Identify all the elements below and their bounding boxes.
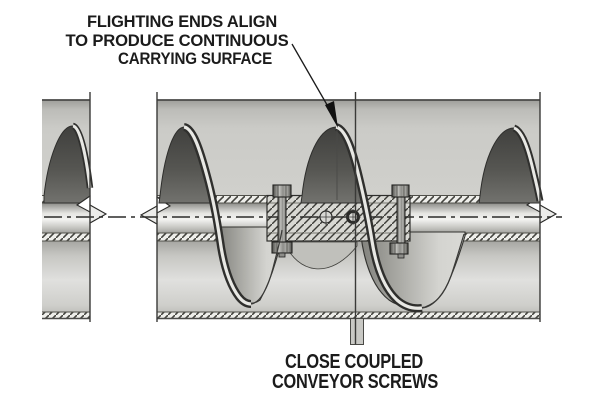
bolt-head (272, 184, 292, 198)
bolt-nut (389, 242, 409, 255)
main-pipe-break-spike-left (139, 205, 158, 225)
caption-line-2: CONVEYOR SCREWS (272, 371, 438, 393)
main-trough-bottom-wall (157, 312, 540, 319)
caption: CLOSE COUPLED CONVEYOR SCREWS (272, 351, 438, 393)
blade-edges (182, 123, 544, 313)
left-pipe-wall-bottom (42, 233, 90, 241)
bolt-shank (396, 196, 406, 244)
blade-edge-rim-1 (183, 125, 252, 306)
left-trough-lower (42, 241, 90, 312)
blade-edge-rim-2 (335, 125, 423, 310)
left-screw-section (42, 100, 108, 319)
main-pipe-break-spike-right (539, 204, 558, 224)
bolt-nut (271, 241, 293, 254)
section-end-lines (89, 92, 541, 345)
left-pipe-break-spike (89, 204, 108, 224)
flighting-note-line-2: TO PRODUCE CONTINUOUS (66, 31, 289, 50)
trough-joint-flange (350, 318, 364, 345)
left-trough-bottom-wall (42, 312, 90, 319)
caption-line-1: CLOSE COUPLED (285, 351, 423, 373)
flighting-note-line-1: FLIGHTING ENDS ALIGN (87, 12, 277, 31)
leader-arrow (291, 43, 338, 128)
bolt-head (391, 184, 410, 198)
coupling-bolt-right (389, 184, 410, 259)
left-blade-edge-rim (72, 124, 92, 189)
coupling-bolt-left (271, 184, 293, 258)
blade-edge-rim-3 (513, 126, 542, 202)
main-screw-section (44, 100, 562, 319)
bolt-tip (397, 253, 405, 259)
trough-edges (42, 99, 540, 320)
flighting-note-line-3: CARRYING SURFACE (118, 49, 272, 68)
leader-arrowhead-icon (325, 101, 338, 128)
flighting-note: FLIGHTING ENDS ALIGN TO PRODUCE CONTINUO… (66, 12, 289, 68)
bolt-shank (277, 196, 287, 243)
leader-line (291, 43, 331, 111)
coupling-hole-left (318, 209, 334, 225)
bolt-tip (278, 252, 286, 258)
